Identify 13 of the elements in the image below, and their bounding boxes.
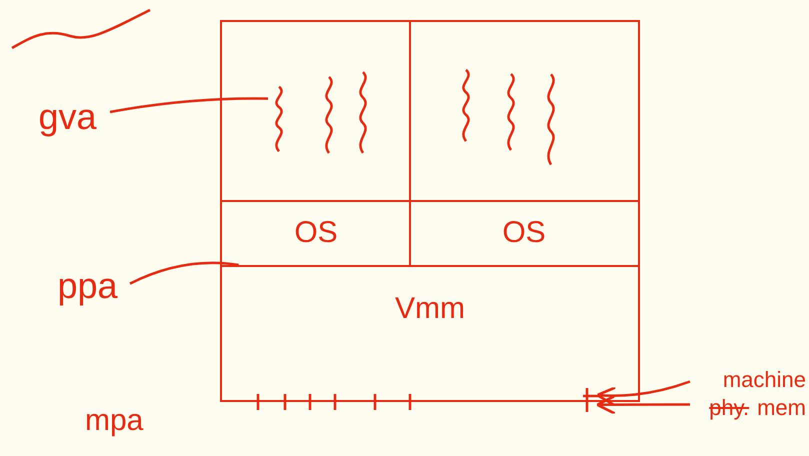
leader-line — [596, 380, 690, 406]
text-label: Vmm — [222, 265, 638, 400]
text-label: ppa — [45, 262, 130, 310]
leader-line — [110, 97, 268, 114]
text-label: gva — [25, 92, 110, 142]
leader-line — [596, 394, 690, 415]
text-label: machine phy. mem — [690, 366, 806, 428]
tick-mark — [583, 388, 599, 412]
text-label: OS — [222, 200, 410, 264]
region-box — [220, 20, 640, 402]
text-label: OS — [410, 200, 638, 264]
text-label: mpa — [85, 403, 144, 439]
leader-line — [129, 262, 239, 285]
